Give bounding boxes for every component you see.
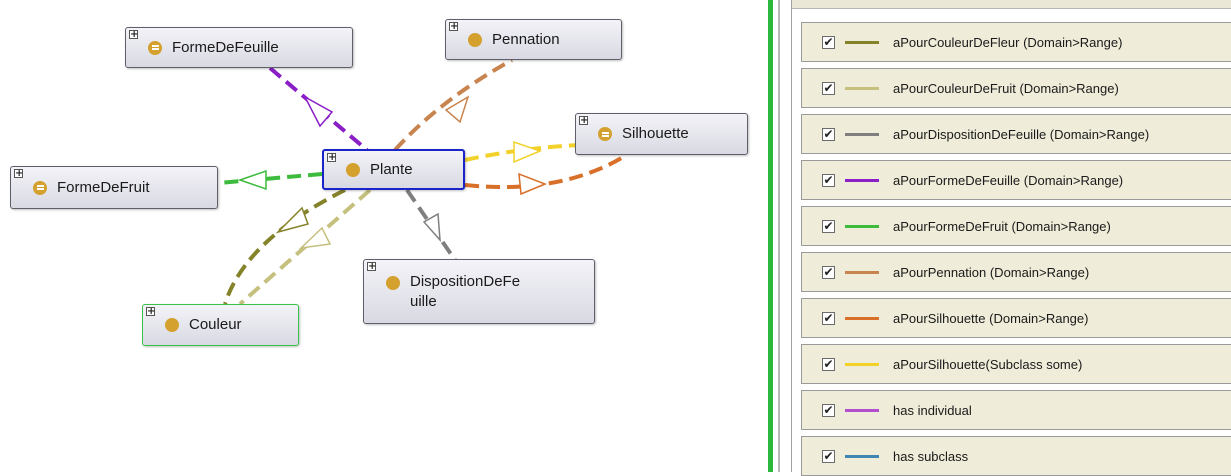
arrowhead-pennation [444, 95, 470, 124]
legend-label: aPourSilhouette(Subclass some) [893, 356, 1083, 372]
expand-icon[interactable]: + [14, 168, 24, 179]
class-icon [386, 276, 400, 290]
node-label: Silhouette [622, 125, 689, 142]
defined-class-icon [33, 180, 47, 195]
arrowhead-silhouette-domain [518, 172, 548, 196]
node-label: FormeDeFruit [57, 178, 150, 196]
edge-a-pour-forme-de-fruit [217, 172, 323, 185]
class-icon [346, 162, 360, 177]
legend-checkbox[interactable]: ✔ [822, 310, 835, 325]
node-forme-de-fruit[interactable]: + FormeDeFruit [10, 166, 218, 209]
expand-icon[interactable]: + [129, 29, 139, 40]
node-label: Couleur [189, 316, 242, 333]
legend-checkbox[interactable]: ✔ [822, 448, 835, 463]
class-icon [468, 32, 482, 47]
legend-item[interactable]: ✔ aPourDispositionDeFeuille (Domain>Range… [801, 114, 1231, 154]
arrowhead-couleur-de-fruit [298, 226, 332, 250]
legend-color-swatch [845, 316, 879, 320]
expand-icon[interactable]: + [579, 115, 589, 126]
node-label: Pennation [492, 30, 560, 48]
expand-icon[interactable]: + [146, 306, 156, 317]
arrowhead-silhouette-subclass [513, 140, 543, 164]
legend-label: has individual [893, 402, 972, 418]
legend-checkbox[interactable]: ✔ [822, 80, 835, 95]
node-silhouette[interactable]: + Silhouette [575, 113, 748, 155]
arrowhead-couleur-de-fleur [275, 206, 309, 234]
edge-type-legend: ✔ aPourCouleurDeFleur (Domain>Range) ✔ aPou… [791, 0, 1231, 476]
graph-edges [217, 58, 627, 306]
scroll-track[interactable] [778, 0, 780, 472]
legend-checkbox[interactable]: ✔ [822, 126, 835, 141]
legend-checkbox[interactable]: ✔ [822, 34, 835, 49]
legend-label: aPourFormeDeFeuille (Domain>Range) [893, 172, 1124, 188]
node-pennation[interactable]: + Pennation [445, 19, 622, 60]
legend-label: aPourCouleurDeFleur (Domain>Range) [893, 34, 1123, 50]
legend-checkbox[interactable]: ✔ [822, 218, 835, 233]
edge-a-pour-couleur-de-fruit [238, 188, 372, 306]
legend-item[interactable]: ✔ has individual [801, 390, 1231, 430]
legend-label: aPourPennation (Domain>Range) [893, 264, 1090, 280]
legend-item[interactable]: ✔ aPourSilhouette(Subclass some) [801, 344, 1231, 384]
legend-item[interactable]: ✔ aPourSilhouette (Domain>Range) [801, 298, 1231, 338]
legend-label: has subclass [893, 448, 969, 464]
node-plante[interactable]: + Plante [322, 149, 465, 190]
legend-color-swatch [845, 40, 879, 44]
node-disposition-de-feuille[interactable]: + DispositionDeFe uille [363, 259, 595, 324]
legend-color-swatch [845, 178, 879, 182]
legend-checkbox[interactable]: ✔ [822, 356, 835, 371]
arrowhead-forme-de-fruit [237, 169, 267, 191]
legend-color-swatch [845, 224, 879, 228]
legend-checkbox[interactable]: ✔ [822, 264, 835, 279]
legend-checkbox[interactable]: ✔ [822, 402, 835, 417]
legend-color-swatch [845, 132, 879, 136]
defined-class-icon [598, 127, 612, 141]
arrowhead-disposition-de-feuille [422, 212, 441, 243]
splitter-bar[interactable] [768, 0, 773, 472]
legend-header-strip [792, 0, 1231, 9]
legend-label: aPourDispositionDeFeuille (Domain>Range) [893, 126, 1150, 142]
edge-a-pour-silhouette-domain [464, 154, 627, 190]
legend-checkbox[interactable]: ✔ [822, 172, 835, 187]
legend-label: aPourSilhouette (Domain>Range) [893, 310, 1089, 326]
node-couleur[interactable]: + Couleur [142, 304, 299, 346]
node-label: FormeDeFeuille [172, 38, 279, 56]
edge-a-pour-pennation [393, 58, 513, 152]
legend-item[interactable]: ✔ aPourFormeDeFruit (Domain>Range) [801, 206, 1231, 246]
legend-item[interactable]: ✔ aPourFormeDeFeuille (Domain>Range) [801, 160, 1231, 200]
defined-class-icon [148, 40, 162, 55]
node-label-line-2: uille [410, 292, 437, 310]
edge-a-pour-couleur-de-fleur [223, 188, 346, 305]
legend-item[interactable]: ✔ has subclass [801, 436, 1231, 476]
node-label: Plante [370, 160, 413, 178]
expand-icon[interactable]: + [327, 152, 337, 163]
legend-item[interactable]: ✔ aPourCouleurDeFleur (Domain>Range) [801, 22, 1231, 62]
node-label: DispositionDeFe uille [410, 272, 520, 312]
legend-color-swatch [845, 86, 879, 90]
ontology-graph-canvas[interactable]: + FormeDeFeuille + Pennation + Silhouett… [0, 0, 760, 472]
node-forme-de-feuille[interactable]: + FormeDeFeuille [125, 27, 353, 68]
expand-icon[interactable]: + [449, 21, 459, 32]
legend-color-swatch [845, 408, 879, 412]
arrowhead-forme-de-feuille [303, 95, 334, 128]
legend-color-swatch [845, 270, 879, 274]
legend-color-swatch [845, 454, 879, 458]
legend-item[interactable]: ✔ aPourPennation (Domain>Range) [801, 252, 1231, 292]
edge-a-pour-silhouette-subclass [464, 143, 581, 162]
legend-label: aPourCouleurDeFruit (Domain>Range) [893, 80, 1119, 96]
node-label-line-1: DispositionDeFe [410, 272, 521, 290]
class-icon [165, 318, 179, 332]
expand-icon[interactable]: + [367, 261, 377, 272]
legend-item[interactable]: ✔ aPourCouleurDeFruit (Domain>Range) [801, 68, 1231, 108]
legend-label: aPourFormeDeFruit (Domain>Range) [893, 218, 1111, 234]
legend-color-swatch [845, 362, 879, 366]
